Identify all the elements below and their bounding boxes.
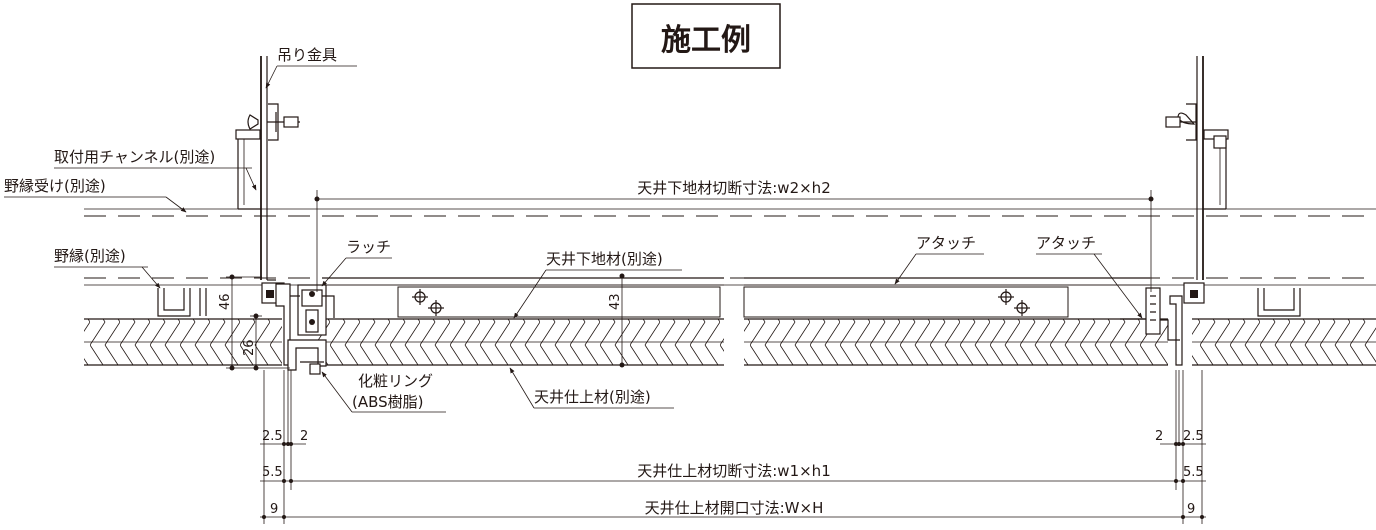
leader-nobuchi-uke: 野縁受け(別途) [4, 177, 187, 213]
right-2-label: 2 [1155, 429, 1163, 444]
ceiling-finish-layer [84, 318, 1376, 366]
dim-46-26: 46 26 [218, 274, 290, 371]
finish-open-dimension-label: 天井仕上材開口寸法:W×H [645, 499, 824, 517]
nobuchi-uke-lines [84, 208, 1376, 217]
finish-cut-dimension-label: 天井仕上材切断寸法:w1×h1 [637, 462, 831, 480]
attach-label-2: アタッチ [1036, 234, 1096, 252]
leader-ceiling-base: 天井下地材(別途) [513, 250, 682, 319]
dim-base-cut: 天井下地材切断寸法:w2×h2 [314, 179, 1154, 292]
trim-ring-label-2: (ABS樹脂) [352, 393, 424, 411]
right-frame-assembly [1120, 282, 1205, 366]
inner-panel [322, 277, 1150, 318]
leader-nobuchi: 野縁(別途) [54, 247, 161, 289]
left-9-label: 9 [270, 502, 278, 517]
base-cut-dimension-label: 天井下地材切断寸法:w2×h2 [637, 179, 831, 197]
ceiling-finish-label: 天井仕上材(別途) [534, 388, 651, 406]
latch-label: ラッチ [346, 238, 391, 256]
page-title: 施工例 [661, 23, 751, 58]
hanger-label: 吊り金具 [277, 46, 337, 64]
left-hanger [235, 56, 300, 281]
leader-attach-2: アタッチ [1036, 234, 1143, 319]
right-5-5-label: 5.5 [1183, 465, 1204, 480]
dim-43: 43 [608, 273, 625, 368]
left-2-5-label: 2.5 [262, 429, 283, 444]
nobuchi-channels [157, 288, 1301, 317]
left-5-5-label: 5.5 [262, 465, 283, 480]
right-hanger [1165, 56, 1229, 280]
leader-latch: ラッチ [321, 238, 392, 287]
right-9-label: 9 [1187, 502, 1195, 517]
leader-mounting-channel: 取付用チャンネル(別途) [54, 148, 257, 191]
dim-26-label: 26 [242, 339, 257, 356]
dim-row-finish-cut: 5.5 5.5 天井仕上材切断寸法:w1×h1 [260, 462, 1206, 483]
attach-label-1: アタッチ [916, 234, 976, 252]
nobuchi-label: 野縁(別途) [54, 247, 126, 265]
dim-46-label: 46 [218, 293, 233, 310]
dim-row-finish-open: 9 9 天井仕上材開口寸法:W×H [260, 499, 1206, 519]
ceiling-base-label: 天井下地材(別途) [546, 250, 663, 268]
dim-43-label: 43 [608, 293, 623, 310]
leader-attach-1: アタッチ [894, 234, 984, 285]
mounting-channel-label: 取付用チャンネル(別途) [54, 148, 215, 166]
leader-trim-ring: 化粧リング (ABS樹脂) [321, 371, 446, 413]
left-2-label: 2 [300, 429, 308, 444]
bottom-extension-lines [263, 370, 1203, 524]
title-box: 施工例 [631, 3, 781, 69]
right-2-5-label: 2.5 [1183, 429, 1204, 444]
leader-hanger: 吊り金具 [265, 46, 357, 89]
trim-ring-label-1: 化粧リング [358, 372, 433, 390]
nobuchi-uke-label: 野縁受け(別途) [4, 177, 106, 195]
dim-row-2-5: 2.5 2 2 2.5 [260, 429, 1206, 446]
leader-ceiling-finish: 天井仕上材(別途) [509, 367, 674, 409]
